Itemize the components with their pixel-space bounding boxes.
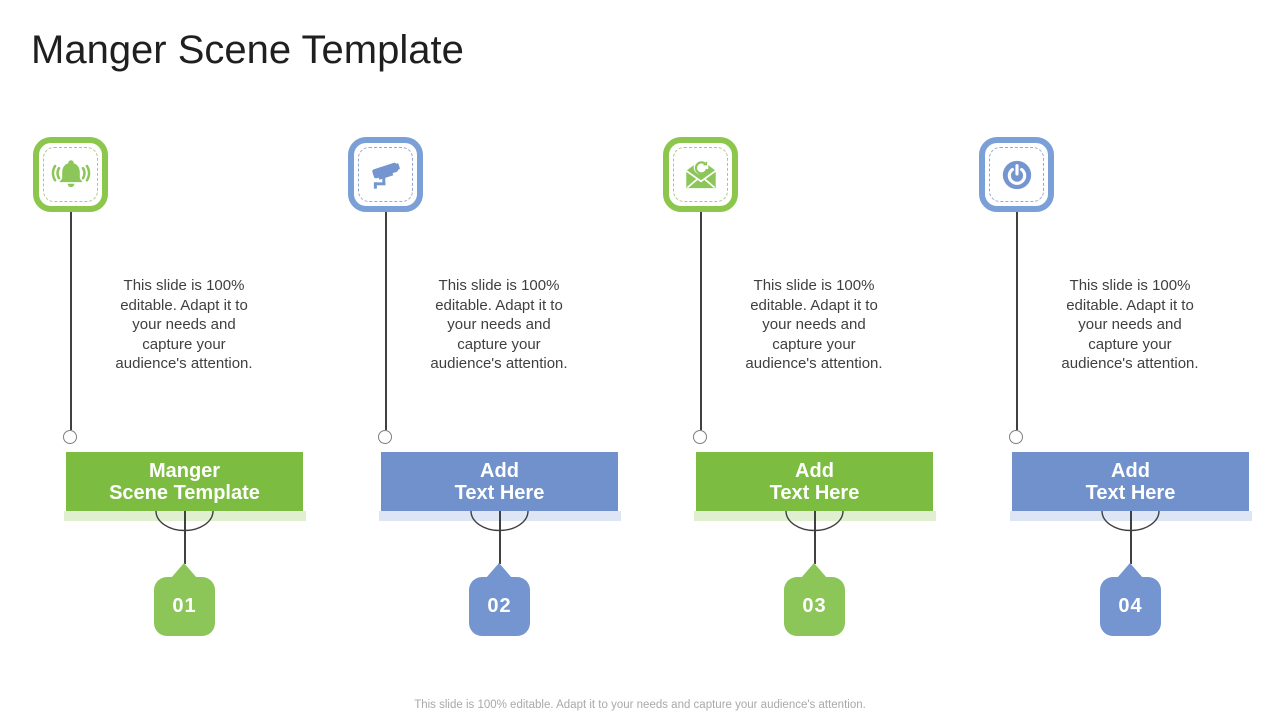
page-title: Manger Scene Template <box>31 28 464 72</box>
step-number-badge: 02 <box>469 577 530 636</box>
connector-line-bottom <box>1130 511 1132 564</box>
banner-label: Manger Scene Template <box>66 452 303 511</box>
step-number-badge: 01 <box>154 577 215 636</box>
dashed-inner-border <box>989 147 1044 202</box>
connector-line-top <box>70 212 72 430</box>
step-column-3: This slide is 100% editable. Adapt it to… <box>663 0 936 720</box>
description-text: This slide is 100% editable. Adapt it to… <box>430 277 568 373</box>
description-text: This slide is 100% editable. Adapt it to… <box>745 277 883 373</box>
connector-node-circle <box>693 430 707 444</box>
step-column-4: This slide is 100% editable. Adapt it to… <box>979 0 1252 720</box>
icon-frame <box>979 137 1054 212</box>
connector-line-bottom <box>814 511 816 564</box>
power-button-icon <box>1002 160 1031 189</box>
badge-pointer <box>171 563 197 578</box>
dashed-inner-border <box>358 147 413 202</box>
step-column-1: This slide is 100% editable. Adapt it to… <box>33 0 306 720</box>
description-text: This slide is 100% editable. Adapt it to… <box>1061 277 1199 373</box>
dashed-inner-border <box>673 147 728 202</box>
connector-line-top <box>700 212 702 430</box>
step-number-badge: 04 <box>1100 577 1161 636</box>
alarm-bell-icon <box>51 159 90 187</box>
connector-node-circle <box>1009 430 1023 444</box>
badge-pointer <box>801 563 827 578</box>
step-number-badge: 03 <box>784 577 845 636</box>
connector-node-circle <box>63 430 77 444</box>
connector-line-bottom <box>184 511 186 564</box>
email-sync-icon <box>685 159 716 188</box>
dashed-inner-border <box>43 147 98 202</box>
footer-note: This slide is 100% editable. Adapt it to… <box>414 699 866 711</box>
step-column-2: This slide is 100% editable. Adapt it to… <box>348 0 621 720</box>
banner-text: Add Text Here <box>769 459 860 504</box>
connector-line-bottom <box>499 511 501 564</box>
icon-frame <box>663 137 738 212</box>
banner-text: Add Text Here <box>1085 459 1176 504</box>
connector-line-top <box>1016 212 1018 430</box>
badge-pointer <box>1117 563 1143 578</box>
banner-label: Add Text Here <box>381 452 618 511</box>
icon-frame <box>348 137 423 212</box>
banner-label: Add Text Here <box>696 452 933 511</box>
banner-label: Add Text Here <box>1012 452 1249 511</box>
icon-frame <box>33 137 108 212</box>
connector-node-circle <box>378 430 392 444</box>
cctv-camera-icon <box>371 162 400 189</box>
banner-text: Add Text Here <box>454 459 545 504</box>
banner-text: Manger Scene Template <box>109 459 260 504</box>
description-text: This slide is 100% editable. Adapt it to… <box>115 277 253 373</box>
badge-pointer <box>486 563 512 578</box>
connector-line-top <box>385 212 387 430</box>
